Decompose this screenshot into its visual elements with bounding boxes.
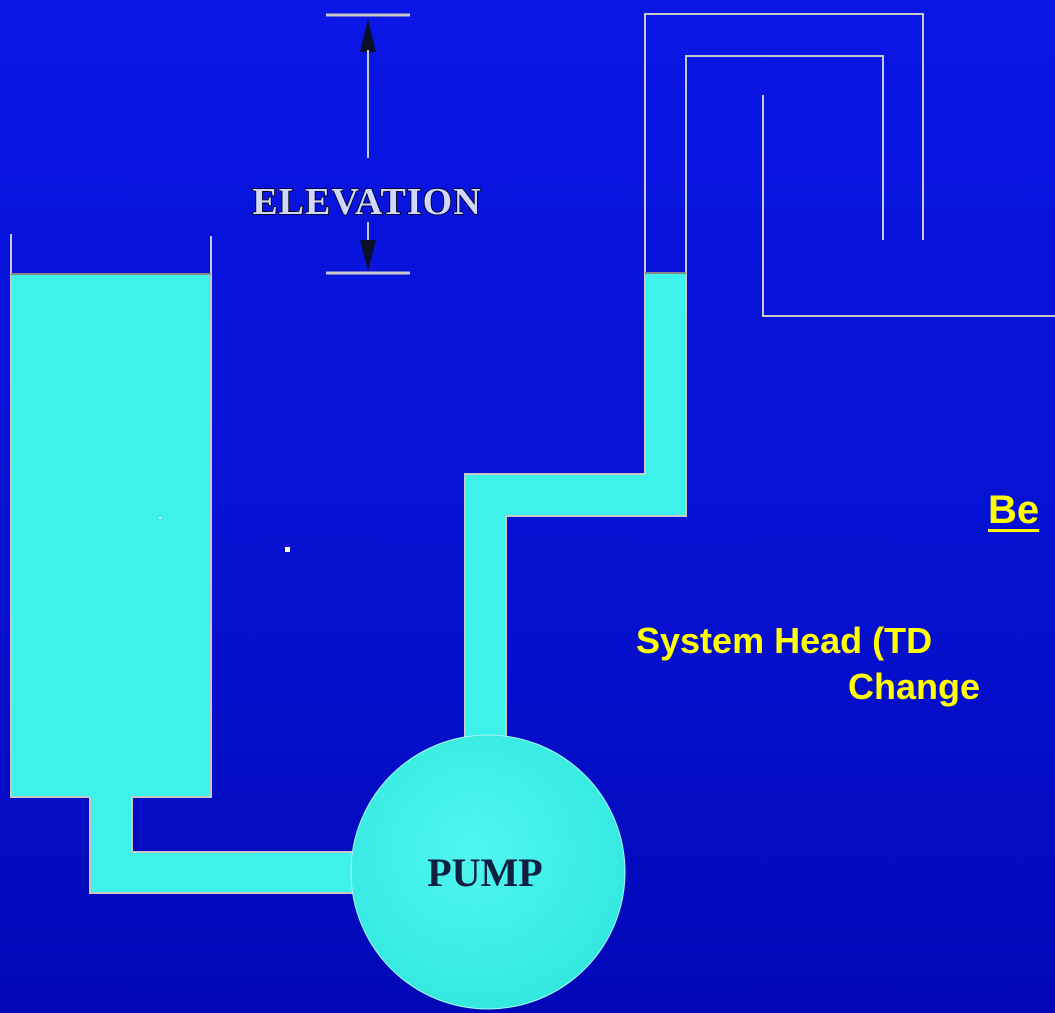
tank	[10, 234, 212, 798]
suction-pipe-water	[90, 797, 355, 893]
speck	[159, 517, 161, 519]
speck	[285, 547, 290, 552]
suction-pipe	[89, 797, 355, 894]
elevation-down-arrow-icon	[360, 240, 376, 271]
tank-walls	[10, 234, 212, 798]
pump-body	[350, 734, 626, 1010]
elevation-dimension: ELEVATION	[252, 13, 481, 275]
suction-pipe-walls	[89, 797, 355, 894]
pump: PUMP	[350, 734, 626, 1010]
slide-text-line-1: System Head (TD	[636, 620, 933, 661]
upper-tank-outline	[762, 95, 1055, 317]
discharge-pipe-water	[465, 273, 686, 760]
slide-text-line-2: Change	[848, 666, 981, 707]
elevation-up-arrow-icon	[360, 19, 376, 52]
discharge-pipe-walls	[464, 13, 924, 760]
pump-label: PUMP	[427, 850, 543, 895]
slide-heading: Be	[988, 488, 1040, 532]
elevation-label: ELEVATION	[252, 181, 481, 223]
discharge-pipe	[464, 13, 924, 760]
tank-water	[11, 274, 211, 797]
